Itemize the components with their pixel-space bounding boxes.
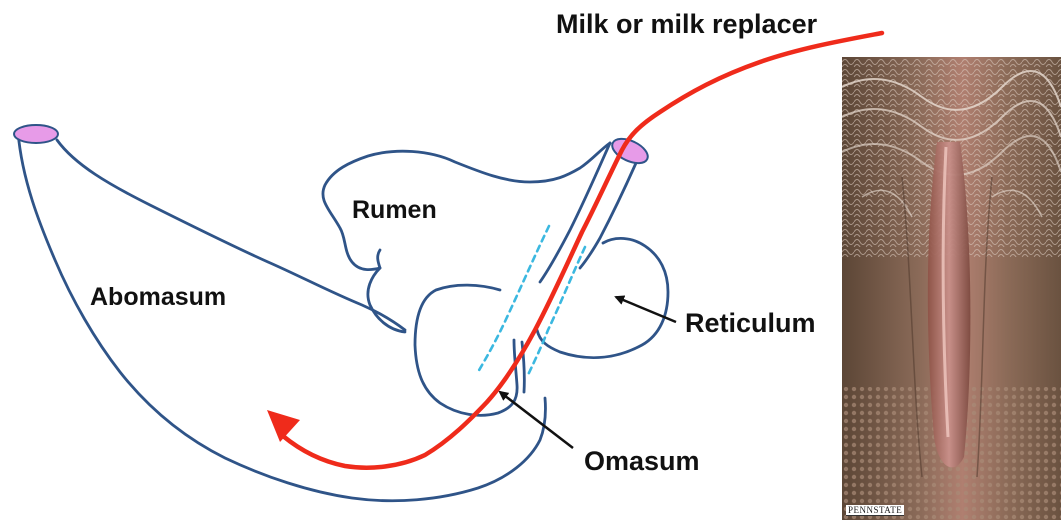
rumen-notch bbox=[378, 250, 380, 268]
reticular-groove-photo bbox=[842, 57, 1061, 520]
milk-label: Milk or milk replacer bbox=[556, 11, 817, 38]
abomasum-opening bbox=[14, 125, 58, 143]
photo-credit: PENNSTATE bbox=[846, 505, 904, 516]
omasum-pointer-arrow bbox=[500, 392, 573, 448]
milk-arrowhead bbox=[267, 410, 300, 442]
reticulum-label: Reticulum bbox=[685, 310, 816, 337]
esophagus-left-wall bbox=[540, 143, 610, 282]
omasum-label: Omasum bbox=[584, 448, 700, 475]
abomasum-label: Abomasum bbox=[90, 285, 226, 310]
rumen-label: Rumen bbox=[352, 198, 437, 223]
abomasum-outline bbox=[18, 132, 545, 501]
omasum-outline bbox=[415, 285, 517, 415]
